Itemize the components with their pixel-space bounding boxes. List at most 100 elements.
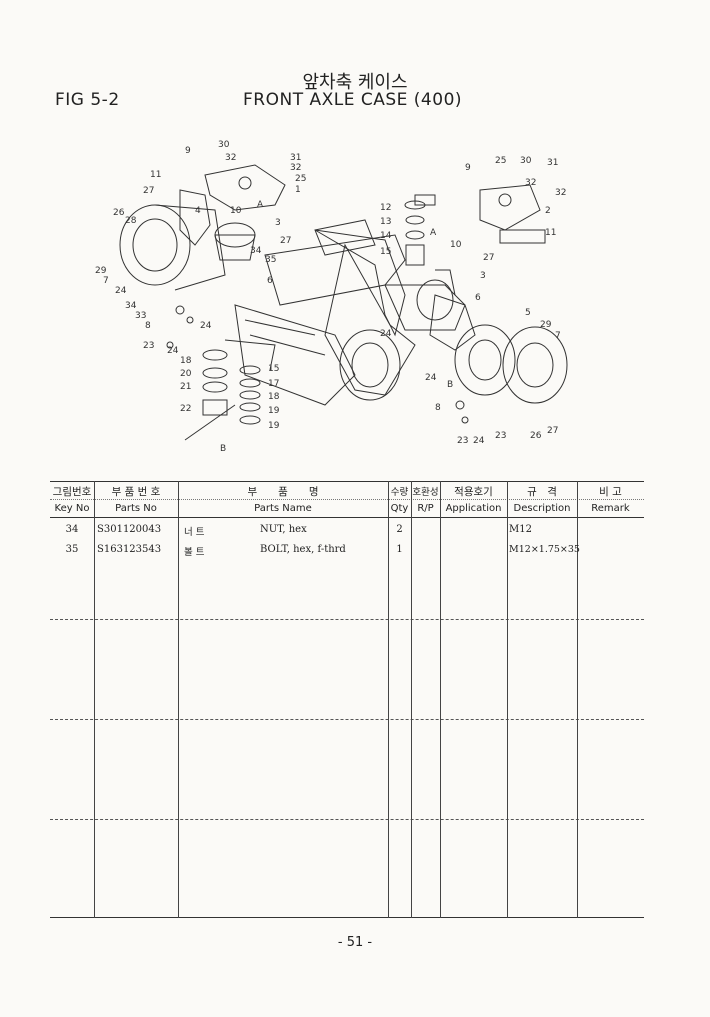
svg-text:24: 24: [167, 346, 179, 356]
table-row-name-en: NUT, hex: [260, 524, 307, 535]
table-row-description: M12: [509, 524, 532, 535]
header-parts-name-ko: 부 품 명: [247, 486, 319, 498]
svg-text:24: 24: [473, 436, 485, 446]
header-remark-ko: 비 고: [599, 486, 622, 498]
svg-text:31: 31: [290, 153, 301, 163]
table-row-key-no: 34: [65, 524, 79, 535]
svg-text:9: 9: [465, 163, 471, 173]
svg-text:27: 27: [547, 426, 558, 436]
svg-text:10: 10: [230, 206, 242, 216]
svg-text:3: 3: [480, 271, 486, 281]
svg-text:A: A: [257, 200, 264, 210]
svg-text:8: 8: [435, 403, 441, 413]
svg-text:11: 11: [545, 228, 556, 238]
svg-text:30: 30: [218, 140, 230, 150]
svg-text:18: 18: [268, 392, 280, 402]
header-rp: R/P: [417, 503, 434, 514]
table-row-description: M12×1.75×35: [509, 544, 580, 555]
page-title-korean: 앞차축 케이스: [302, 72, 408, 93]
svg-text:25: 25: [495, 156, 506, 166]
svg-text:10: 10: [450, 240, 462, 250]
svg-text:19: 19: [268, 421, 280, 431]
svg-text:32: 32: [525, 178, 536, 188]
svg-text:23: 23: [457, 436, 468, 446]
svg-text:19: 19: [268, 406, 280, 416]
svg-text:17: 17: [268, 379, 279, 389]
svg-text:22: 22: [180, 404, 191, 414]
svg-text:B: B: [220, 444, 226, 454]
svg-text:7: 7: [103, 276, 109, 286]
svg-text:18: 18: [180, 356, 192, 366]
svg-text:B: B: [447, 380, 453, 390]
header-qty-ko: 수량: [390, 487, 409, 498]
header-rp-ko: 호환성: [412, 487, 439, 498]
page-number: - 51 -: [337, 935, 373, 950]
table-row-qty: 1: [396, 544, 403, 555]
svg-text:3: 3: [275, 218, 281, 228]
svg-text:27: 27: [280, 236, 291, 246]
svg-text:9: 9: [185, 146, 191, 156]
header-description-ko: 규 격: [527, 486, 557, 498]
header-key-no-ko: 그림번호: [52, 486, 92, 498]
svg-text:25: 25: [295, 174, 306, 184]
svg-text:26: 26: [530, 431, 542, 441]
header-application-ko: 적용호기: [454, 486, 493, 498]
svg-text:34: 34: [125, 301, 137, 311]
svg-text:27: 27: [143, 186, 154, 196]
svg-text:7: 7: [555, 331, 561, 341]
svg-text:32: 32: [225, 153, 236, 163]
svg-text:28: 28: [125, 216, 137, 226]
svg-text:24: 24: [115, 286, 127, 296]
header-parts-no: Parts No: [115, 503, 157, 514]
table-row-part-no: S163123543: [97, 544, 162, 555]
svg-text:12: 12: [380, 203, 391, 213]
svg-text:24: 24: [425, 373, 437, 383]
svg-text:21: 21: [180, 382, 191, 392]
svg-text:14: 14: [380, 231, 392, 241]
svg-text:11: 11: [150, 170, 161, 180]
table-row-name-ko: 너 트: [184, 527, 205, 538]
header-parts-name: Parts Name: [254, 503, 312, 514]
svg-text:6: 6: [475, 293, 481, 303]
svg-text:2: 2: [545, 206, 551, 216]
svg-text:24: 24: [380, 329, 392, 339]
svg-text:32: 32: [555, 188, 566, 198]
svg-text:26: 26: [113, 208, 125, 218]
header-key-no: Key No: [54, 503, 90, 514]
svg-text:24: 24: [200, 321, 212, 331]
header-remark: Remark: [591, 503, 630, 514]
table-row-key-no: 35: [65, 544, 79, 555]
svg-text:15: 15: [268, 364, 279, 374]
svg-text:20: 20: [180, 369, 192, 379]
svg-text:13: 13: [380, 217, 391, 227]
svg-text:27: 27: [483, 253, 494, 263]
svg-text:31: 31: [547, 158, 558, 168]
svg-text:5: 5: [525, 308, 531, 318]
svg-text:8: 8: [145, 321, 151, 331]
svg-text:A: A: [430, 228, 437, 238]
svg-text:29: 29: [95, 266, 107, 276]
page-title: FRONT AXLE CASE (400): [243, 90, 463, 110]
table-row-name-en: BOLT, hex, f-thrd: [260, 544, 346, 555]
svg-text:34: 34: [250, 246, 262, 256]
svg-text:33: 33: [135, 311, 146, 321]
table-row-qty: 2: [396, 524, 403, 535]
table-row-part-no: S301120043: [97, 524, 162, 535]
svg-text:1: 1: [295, 185, 301, 195]
header-description: Description: [513, 503, 571, 514]
svg-text:32: 32: [290, 163, 301, 173]
svg-text:23: 23: [143, 341, 154, 351]
header-application: Application: [445, 503, 502, 514]
table-row-name-ko: 볼 트: [184, 547, 205, 558]
svg-text:35: 35: [265, 255, 276, 265]
header-qty: Qty: [390, 503, 409, 514]
fig-label: FIG 5-2: [55, 90, 120, 110]
svg-text:6: 6: [267, 276, 273, 286]
svg-text:30: 30: [520, 156, 532, 166]
header-parts-no-ko: 부 품 번 호: [111, 486, 161, 498]
parts-table: 그림번호 부 품 번 호 부 품 명 수량 호환성 적용호기 규 격 비 고 K…: [50, 481, 644, 918]
svg-text:29: 29: [540, 320, 552, 330]
svg-text:23: 23: [495, 431, 506, 441]
svg-text:4: 4: [195, 206, 201, 216]
